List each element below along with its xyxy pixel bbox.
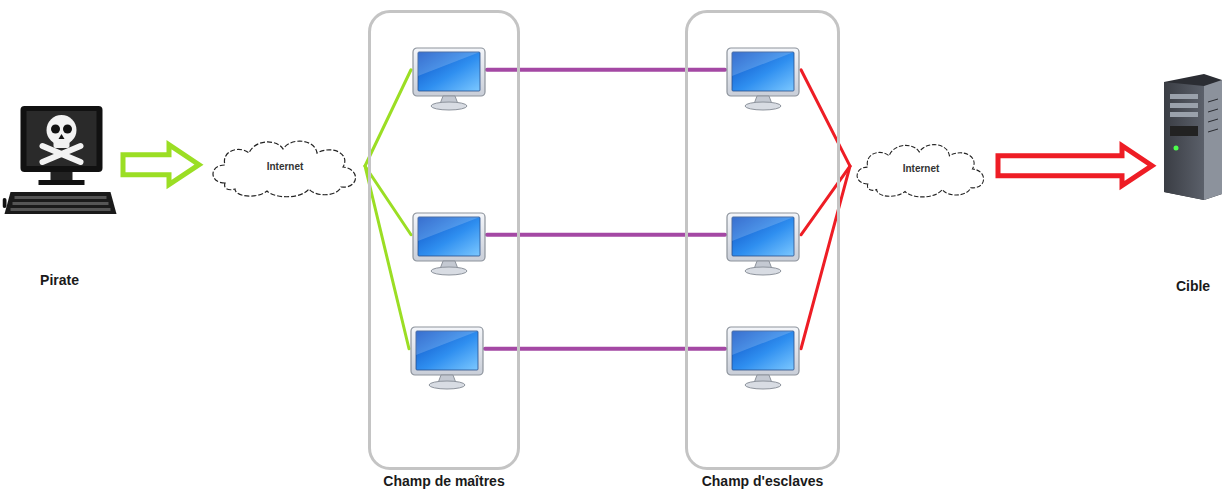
group-box: Champ d'esclaves (685, 10, 840, 470)
block-arrow (998, 146, 1152, 186)
group-label: Champ de maîtres (383, 473, 504, 489)
device-icon (409, 325, 485, 395)
internet-cloud: Internet (850, 137, 992, 199)
device-label: Cible (1176, 278, 1210, 294)
group-label: Champ d'esclaves (702, 473, 824, 489)
internet-cloud: Internet (205, 133, 365, 199)
slave-computer (725, 325, 801, 391)
block-arrow (123, 145, 199, 185)
link-line (487, 68, 725, 72)
group-box: Champ de maîtres (368, 10, 520, 470)
master-computer (411, 46, 487, 112)
attacker-computer: Pirate (2, 102, 117, 288)
device-icon (411, 211, 487, 281)
device-label: Pirate (40, 272, 79, 288)
cloud-label: Internet (267, 161, 304, 172)
cloud-label: Internet (903, 163, 940, 174)
device-icon (1160, 72, 1226, 206)
device-icon (725, 211, 801, 281)
device-icon (2, 102, 117, 226)
device-icon (725, 46, 801, 116)
link-line (365, 70, 411, 166)
device-icon (725, 325, 801, 395)
link-line (365, 166, 409, 349)
link-line (485, 347, 725, 351)
slave-computer (725, 211, 801, 277)
link-line (801, 166, 850, 235)
link-line (801, 70, 850, 166)
device-icon (411, 46, 487, 116)
link-line (487, 233, 725, 237)
master-computer (409, 325, 485, 391)
slave-computer (725, 46, 801, 112)
link-line (801, 166, 850, 349)
target-server: Cible (1158, 72, 1228, 294)
master-computer (411, 211, 487, 277)
